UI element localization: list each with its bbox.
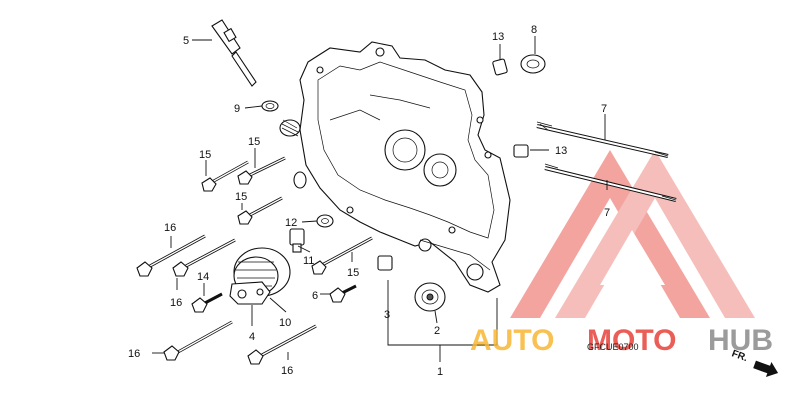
bolt-16-d (247, 324, 317, 365)
dowel-pin-left (293, 171, 307, 189)
label-part-15-b: 15 (248, 136, 260, 148)
label-part-5: 5 (183, 35, 189, 47)
label-part-16-a: 16 (164, 222, 176, 234)
bolt-6 (329, 284, 357, 303)
label-part-16-c: 16 (128, 348, 140, 360)
label-part-3: 3 (384, 309, 390, 321)
label-part-4: 4 (249, 331, 255, 343)
label-part-16-b: 16 (170, 297, 182, 309)
label-part-16-d: 16 (281, 365, 293, 377)
label-part-10: 10 (279, 317, 291, 329)
watermark-brand-hub: HUB (708, 324, 773, 357)
label-part-13-top: 13 (492, 31, 504, 43)
part-number-labels: 5 9 13 8 7 13 7 15 15 15 15 12 11 6 16 1… (128, 24, 610, 378)
bolt-15-b (237, 156, 286, 185)
label-part-15-a: 15 (199, 149, 211, 161)
figure-code: GFCUE0700 (587, 342, 639, 352)
oil-seal-8 (520, 54, 546, 74)
label-part-11: 11 (303, 255, 314, 267)
bearing-2 (414, 282, 446, 312)
watermark-wordmark: AUTO MOTO HUB (470, 324, 773, 357)
label-part-1: 1 (437, 366, 443, 378)
dipstick (211, 19, 257, 87)
label-part-12: 12 (285, 217, 297, 229)
bolt-16-c (163, 320, 233, 361)
bolt-15-d (311, 236, 373, 275)
stud-bolt-7-upper (536, 121, 669, 158)
o-ring-9 (261, 100, 279, 112)
front-direction-marker: FR. (730, 348, 779, 378)
dowel-pin-13-top (492, 58, 508, 76)
filter-spring (279, 119, 301, 137)
bolt-16-b (172, 238, 236, 277)
label-part-8: 8 (531, 24, 537, 36)
label-part-9: 9 (234, 103, 240, 115)
watermark-logo-triangle (510, 150, 755, 318)
front-direction-label: FR. (730, 348, 749, 364)
label-part-2: 2 (434, 325, 440, 337)
stud-bolt-7-lower (544, 163, 677, 202)
label-part-14: 14 (197, 271, 209, 283)
bracket-4 (229, 281, 271, 305)
label-part-15-d: 15 (347, 267, 359, 279)
bolt-16-a (136, 234, 206, 277)
label-part-15-c: 15 (235, 191, 247, 203)
dowel-pin-13-right (513, 144, 529, 158)
bolt-14 (191, 292, 223, 313)
watermark-brand-auto: AUTO (470, 324, 554, 357)
collar-3 (377, 255, 393, 271)
arrow-right-icon (753, 360, 779, 378)
watermark-brand-moto: MOTO (587, 324, 676, 357)
bolt-11 (289, 228, 305, 253)
leader-lines (152, 36, 608, 362)
label-part-6: 6 (312, 290, 318, 302)
label-part-7-upper: 7 (601, 103, 607, 115)
label-part-13-right: 13 (555, 145, 567, 157)
washer-12 (316, 214, 334, 228)
label-part-7-lower: 7 (604, 207, 610, 219)
bolt-15-c (237, 196, 283, 225)
crankcase-cover (299, 41, 511, 293)
bolt-15-a (201, 160, 249, 192)
